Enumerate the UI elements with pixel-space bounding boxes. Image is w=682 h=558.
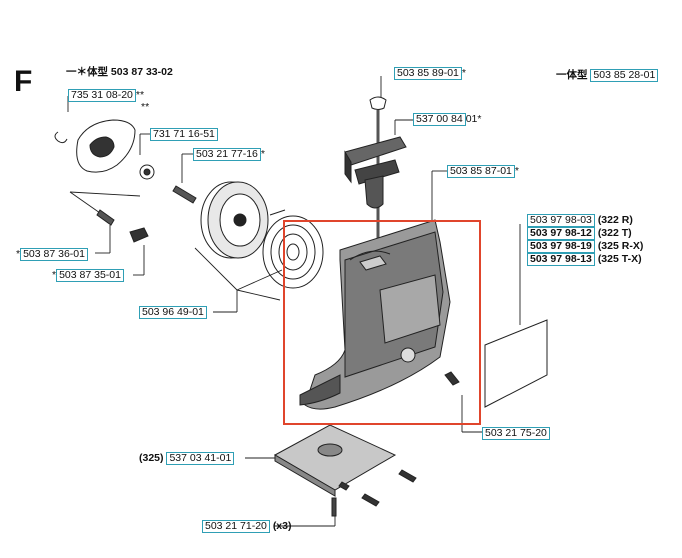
variant-row: 503 97 98-03 (322 R) <box>527 214 643 227</box>
variant-model: (325 T-X) <box>597 253 642 265</box>
callout-503-87-35: *503 87 35-01 <box>52 269 124 282</box>
pn-503-85-87[interactable]: 503 85 87-01 <box>447 165 515 178</box>
pn-537-03-41-prefix: (325) <box>139 452 164 464</box>
callout-503-85-89: 503 85 89-01* <box>394 67 466 80</box>
variant-row: 503 97 98-12 (322 T) <box>527 227 643 240</box>
pn-503-87-35[interactable]: 503 87 35-01 <box>56 269 124 282</box>
variant-pn[interactable]: 503 97 98-19 <box>527 240 595 253</box>
variant-row: 503 97 98-19 (325 R-X) <box>527 240 643 253</box>
callout-503-85-87: 503 85 87-01* <box>447 165 519 178</box>
pn-503-21-75[interactable]: 503 21 75-20 <box>482 427 550 440</box>
pn-503-85-89-suffix: * <box>461 67 466 79</box>
pn-537-03-41[interactable]: 537 03 41-01 <box>166 452 235 465</box>
pn-503-85-87-suffix: * <box>514 165 519 177</box>
pn-503-21-71[interactable]: 503 21 71-20 <box>202 520 270 533</box>
variant-model: (322 T) <box>597 227 632 239</box>
variant-pn[interactable]: 503 97 98-12 <box>527 227 595 240</box>
callout-537-03-41: (325) 537 03 41-01 <box>139 452 235 465</box>
pn-503-87-36-prefix: * <box>16 248 21 260</box>
mark-735: ** <box>141 101 150 113</box>
pn-503-21-77-suffix: * <box>260 148 265 160</box>
pn-503-21-77[interactable]: 503 21 77-16 <box>193 148 261 161</box>
pn-503-21-71-suffix: (x3) <box>272 520 292 532</box>
pn-731-71-16[interactable]: 731 71 16-51 <box>150 128 218 141</box>
variant-pn[interactable]: 503 97 98-03 <box>527 214 595 227</box>
variant-model: (325 R-X) <box>597 240 644 252</box>
pn-503-96-49[interactable]: 503 96 49-01 <box>139 306 207 319</box>
callout-503-87-36: *503 87 36-01 <box>16 248 88 261</box>
one-piece-left-prefix: 一＊体型 <box>66 66 108 78</box>
section-letter: F <box>14 65 33 98</box>
callout-731-71-16: 731 71 16-51 <box>150 128 218 141</box>
pn-503-87-35-prefix: * <box>52 269 57 281</box>
pn-503-87-36[interactable]: 503 87 36-01 <box>20 248 88 261</box>
variant-model: (322 R) <box>597 214 633 226</box>
variant-pn[interactable]: 503 97 98-13 <box>527 253 595 266</box>
one-piece-right-pn[interactable]: 503 85 28-01 <box>590 69 659 82</box>
callout-503-21-75: 503 21 75-20 <box>482 427 550 440</box>
callout-503-21-77: 503 21 77-16* <box>193 148 265 161</box>
callout-503-96-49: 503 96 49-01 <box>139 306 207 319</box>
pn-537-00-84[interactable]: 537 00 84 <box>413 113 466 126</box>
pn-735-31-08[interactable]: 735 31 08-20 <box>68 89 136 102</box>
callout-503-21-71: 503 21 71-20 (x3) <box>202 520 292 533</box>
pn-537-00-84-suffix: 01* <box>465 113 482 125</box>
one-piece-right-prefix: 一体型 <box>556 69 588 81</box>
one-piece-left-callout: 一＊体型 503 87 33-02 <box>66 66 173 78</box>
one-piece-left-pn[interactable]: 503 87 33-02 <box>110 66 173 78</box>
variant-row: 503 97 98-13 (325 T-X) <box>527 253 643 266</box>
pn-503-85-89[interactable]: 503 85 89-01 <box>394 67 462 80</box>
one-piece-right-callout: 一体型 503 85 28-01 <box>556 69 659 82</box>
pn-735-suffix: ** <box>135 89 145 101</box>
callout-735-31-08: 735 31 08-20** <box>68 89 144 102</box>
variant-list: 503 97 98-03 (322 R) 503 97 98-12 (322 T… <box>527 214 643 266</box>
